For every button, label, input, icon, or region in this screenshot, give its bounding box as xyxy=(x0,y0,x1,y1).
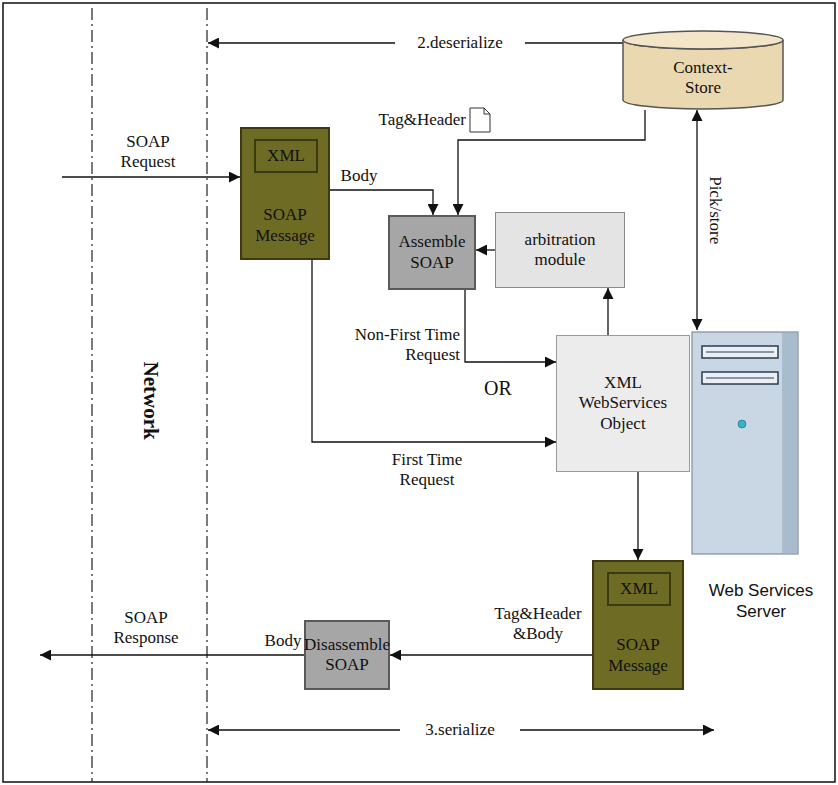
edge-label: Tag&Header &Body xyxy=(488,604,588,645)
node-text: XML xyxy=(620,579,658,599)
zone-label: Network xyxy=(137,340,162,460)
xml-box: XML xyxy=(254,139,318,173)
network-boundary xyxy=(206,8,207,782)
response-arrow xyxy=(40,654,304,655)
edge-label: Body xyxy=(334,166,384,186)
process-box: Disassemble SOAP xyxy=(304,620,390,690)
outer-frame xyxy=(3,3,835,782)
edge-label: Pick/store xyxy=(705,160,725,260)
annotation-label: SOAP Request xyxy=(105,132,191,173)
connector-arrow xyxy=(330,190,433,215)
annotation-label: OR xyxy=(476,376,520,400)
node-text: Web Services Server xyxy=(692,581,830,622)
node-text: Disassemble SOAP xyxy=(304,635,390,676)
connector-arrow xyxy=(637,472,638,560)
node-text: XML xyxy=(267,146,305,166)
request-arrow xyxy=(62,176,240,177)
xml-box: XML xyxy=(607,572,671,606)
server-icon xyxy=(692,332,798,554)
message-box: SOAP Message XML xyxy=(592,560,684,690)
network-boundary xyxy=(91,8,92,782)
cylinder-body xyxy=(623,40,783,109)
connector-arrow xyxy=(696,110,697,330)
connector-arrow xyxy=(390,654,592,655)
annotation-label: 3.serialize xyxy=(400,720,520,740)
annotation-label: Body xyxy=(261,631,305,651)
cylinder-top xyxy=(623,31,783,49)
node-text: arbitration module xyxy=(516,230,604,271)
edge-label: First Time Request xyxy=(372,450,482,491)
edge-label: Tag&Header xyxy=(372,110,466,130)
node-text: SOAP Message xyxy=(244,205,326,246)
node-text: XML WebServices Object xyxy=(571,373,675,434)
node-text: SOAP Message xyxy=(596,635,680,676)
connector-arrow xyxy=(607,288,608,335)
store-cylinder: Context-Store xyxy=(622,30,784,110)
document-icon xyxy=(470,108,490,132)
connector-arrow xyxy=(476,249,495,250)
annotation-label: 2.deserialize xyxy=(395,33,525,53)
connector-arrow xyxy=(465,290,556,362)
node-text: Assemble SOAP xyxy=(394,232,470,273)
process-box: arbitration module xyxy=(495,212,625,288)
object-box: XML WebServices Object xyxy=(556,335,690,472)
node-text: Context-Store xyxy=(658,58,748,99)
annotation-label: SOAP Response xyxy=(96,608,196,649)
message-box: SOAP Message XML xyxy=(240,127,330,260)
edge-label: Non-First Time Request xyxy=(346,325,460,366)
process-box: Assemble SOAP xyxy=(388,215,476,290)
server-node: Web Services Server xyxy=(690,330,832,622)
connector-arrow xyxy=(458,110,645,215)
